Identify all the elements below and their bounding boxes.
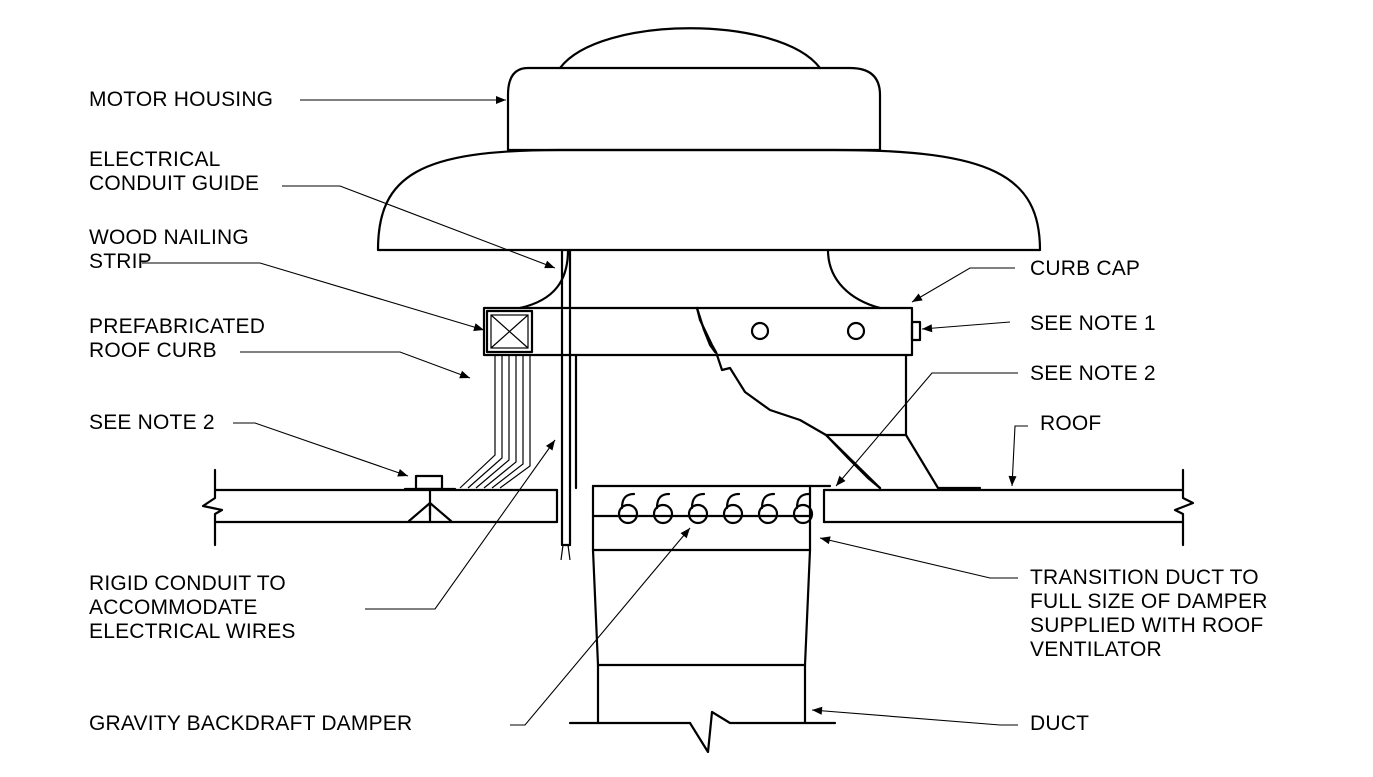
- damper-blade: [795, 492, 811, 510]
- damper-blade: [690, 492, 706, 510]
- label-see-note-1: SEE NOTE 1: [1030, 312, 1156, 335]
- damper-blade: [725, 492, 741, 510]
- damper-blade: [620, 492, 636, 510]
- cutaway-break-line: [695, 306, 882, 490]
- cutaway-break-line-2: [695, 306, 717, 354]
- damper-blade-pivot: [617, 503, 639, 525]
- damper-drawing: [591, 484, 832, 552]
- throat-left-drawing: [518, 248, 570, 310]
- label-motor-housing: MOTOR HOUSING: [89, 88, 274, 111]
- damper-blade-pivot: [687, 503, 709, 525]
- roof-deck-drawing: [201, 468, 1195, 547]
- label-transition-duct: TRANSITION DUCT TO FULL SIZE OF DAMPER S…: [1030, 566, 1268, 661]
- damper-blade-pivot: [652, 503, 674, 525]
- label-wood-nailing-strip: WOOD NAILING STRIP: [89, 226, 249, 273]
- support-stand-drawing: [403, 474, 457, 523]
- label-see-note-2-right: SEE NOTE 2: [1030, 362, 1156, 385]
- throat-right-drawing: [826, 248, 882, 310]
- curb-cap-drawing: [482, 306, 922, 357]
- label-gravity-backdraft-damper: GRAVITY BACKDRAFT DAMPER: [89, 712, 413, 735]
- leader-lines: [142, 96, 1028, 726]
- label-roof: ROOF: [1040, 412, 1102, 435]
- damper-blade-pivot: [722, 503, 744, 525]
- damper-blade: [760, 492, 776, 510]
- label-curb-cap: CURB CAP: [1030, 257, 1141, 280]
- duct-drawing: [568, 548, 837, 754]
- roof-curb-drawing: [574, 353, 982, 490]
- label-electrical-conduit-guide: ELECTRICAL CONDUIT GUIDE: [89, 148, 260, 195]
- label-see-note-2-left: SEE NOTE 2: [89, 411, 215, 434]
- motor-housing-drawing: [506, 27, 882, 152]
- rigid-conduit-drawing: [560, 308, 572, 561]
- fan-hood-drawing: [376, 148, 1042, 252]
- curb-insulation-lines: [459, 355, 531, 489]
- label-prefabricated-roof-curb: PREFABRICATED ROOF CURB: [89, 315, 266, 362]
- label-duct: DUCT: [1030, 712, 1090, 735]
- damper-blade-pivot: [757, 503, 779, 525]
- conduit-guide-drawing: [560, 248, 572, 310]
- damper-blade: [655, 492, 671, 510]
- damper-blade-pivot: [792, 503, 814, 525]
- label-rigid-conduit: RIGID CONDUIT TO ACCOMMODATE ELECTRICAL …: [89, 572, 296, 643]
